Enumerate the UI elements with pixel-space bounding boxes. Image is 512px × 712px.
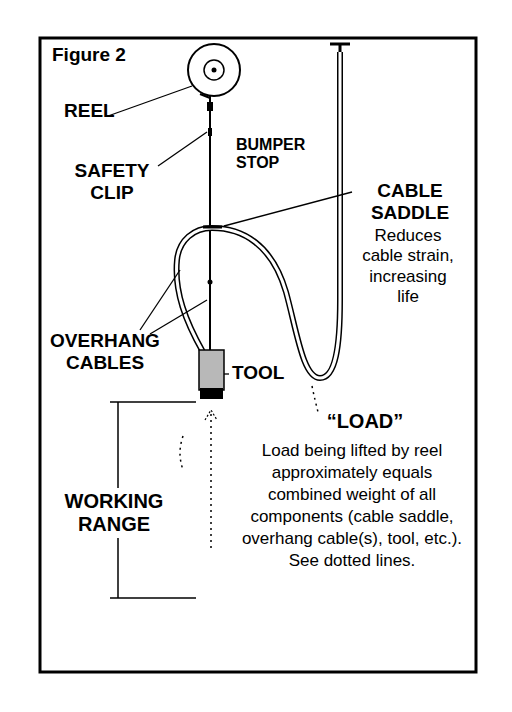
note-text: Reduces cable strain, increasing life: [362, 226, 454, 308]
overhang-cable-core: [177, 52, 340, 378]
part-label: OVERHANG CABLES: [44, 330, 166, 374]
load-dotted-line: [180, 436, 183, 470]
leader-line: [150, 300, 207, 334]
leader-line: [224, 373, 229, 374]
reel-hub: [204, 60, 224, 80]
leader-line: [140, 270, 180, 330]
cable-saddle: [203, 226, 222, 229]
cable-bead: [208, 280, 213, 285]
dimension-label: WORKING RANGE: [50, 488, 178, 538]
bumper-stop: [207, 102, 213, 111]
note-heading: “LOAD”: [290, 410, 440, 433]
part-label: SAFETY CLIP: [66, 160, 158, 204]
range-tick: [110, 401, 196, 403]
load-dotted-line: [210, 414, 212, 548]
reel-axle: [212, 68, 217, 73]
leader-line: [108, 86, 192, 116]
leader-line: [224, 192, 352, 226]
figure-frame: [40, 38, 476, 672]
part-label: BUMPER STOP: [236, 136, 326, 173]
part-label: TOOL: [232, 362, 284, 384]
load-arrowhead: [205, 410, 217, 420]
overhang-cable: [177, 52, 340, 378]
part-label: REEL: [64, 100, 115, 122]
leader-line: [158, 132, 207, 166]
part-label: CABLE SADDLE: [354, 180, 466, 224]
note-text: Load being lifted by reel approximately …: [240, 440, 464, 573]
tool-body: [199, 350, 224, 390]
figure-title: Figure 2: [52, 44, 126, 66]
reel-drum: [188, 44, 240, 96]
mount-bracket: [330, 44, 350, 52]
safety-clip: [208, 128, 212, 136]
range-tick: [110, 597, 196, 599]
load-dotted-line: [312, 386, 318, 412]
reel-outlet: [200, 94, 210, 98]
reel-cable: [209, 96, 211, 352]
tool-tip: [200, 388, 223, 399]
